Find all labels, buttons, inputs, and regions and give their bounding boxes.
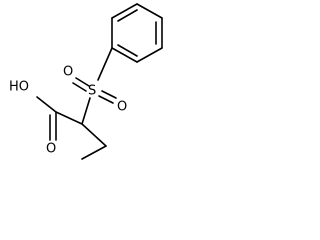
sulfonyl-oxygen-right-label: O [117,100,127,115]
sulfur-label: S [88,84,96,99]
carbonyl-oxygen-label: O [46,142,56,157]
ring-bond-4 [136,47,163,63]
ring-bond-5 [111,47,138,63]
sulfur-alpha-carbon-bond [81,97,91,125]
ring-sulfur-bond [97,47,113,81]
alpha-ethyl-bond [81,123,107,147]
structural-formula: S O O HO O [9,3,163,160]
carbonyl-double-bond [49,111,57,141]
carboxyl-hydroxyl-bond [36,96,57,113]
sulfonyl-oxygen-left-bond [72,77,90,92]
hydroxyl-label: HO [9,80,29,95]
ethyl-methyl-bond [81,145,107,160]
ring-bond-5-inner [117,44,138,57]
ring-bond-1 [111,3,138,19]
ring-bond-1-inner [117,9,138,22]
alpha-carboxyl-bond [55,111,83,125]
ring-bond-2 [136,3,163,19]
sulfonyl-oxygen-left-label: O [63,65,73,80]
sulfonyl-oxygen-right-bond [98,90,117,104]
benzene-ring [111,3,163,63]
